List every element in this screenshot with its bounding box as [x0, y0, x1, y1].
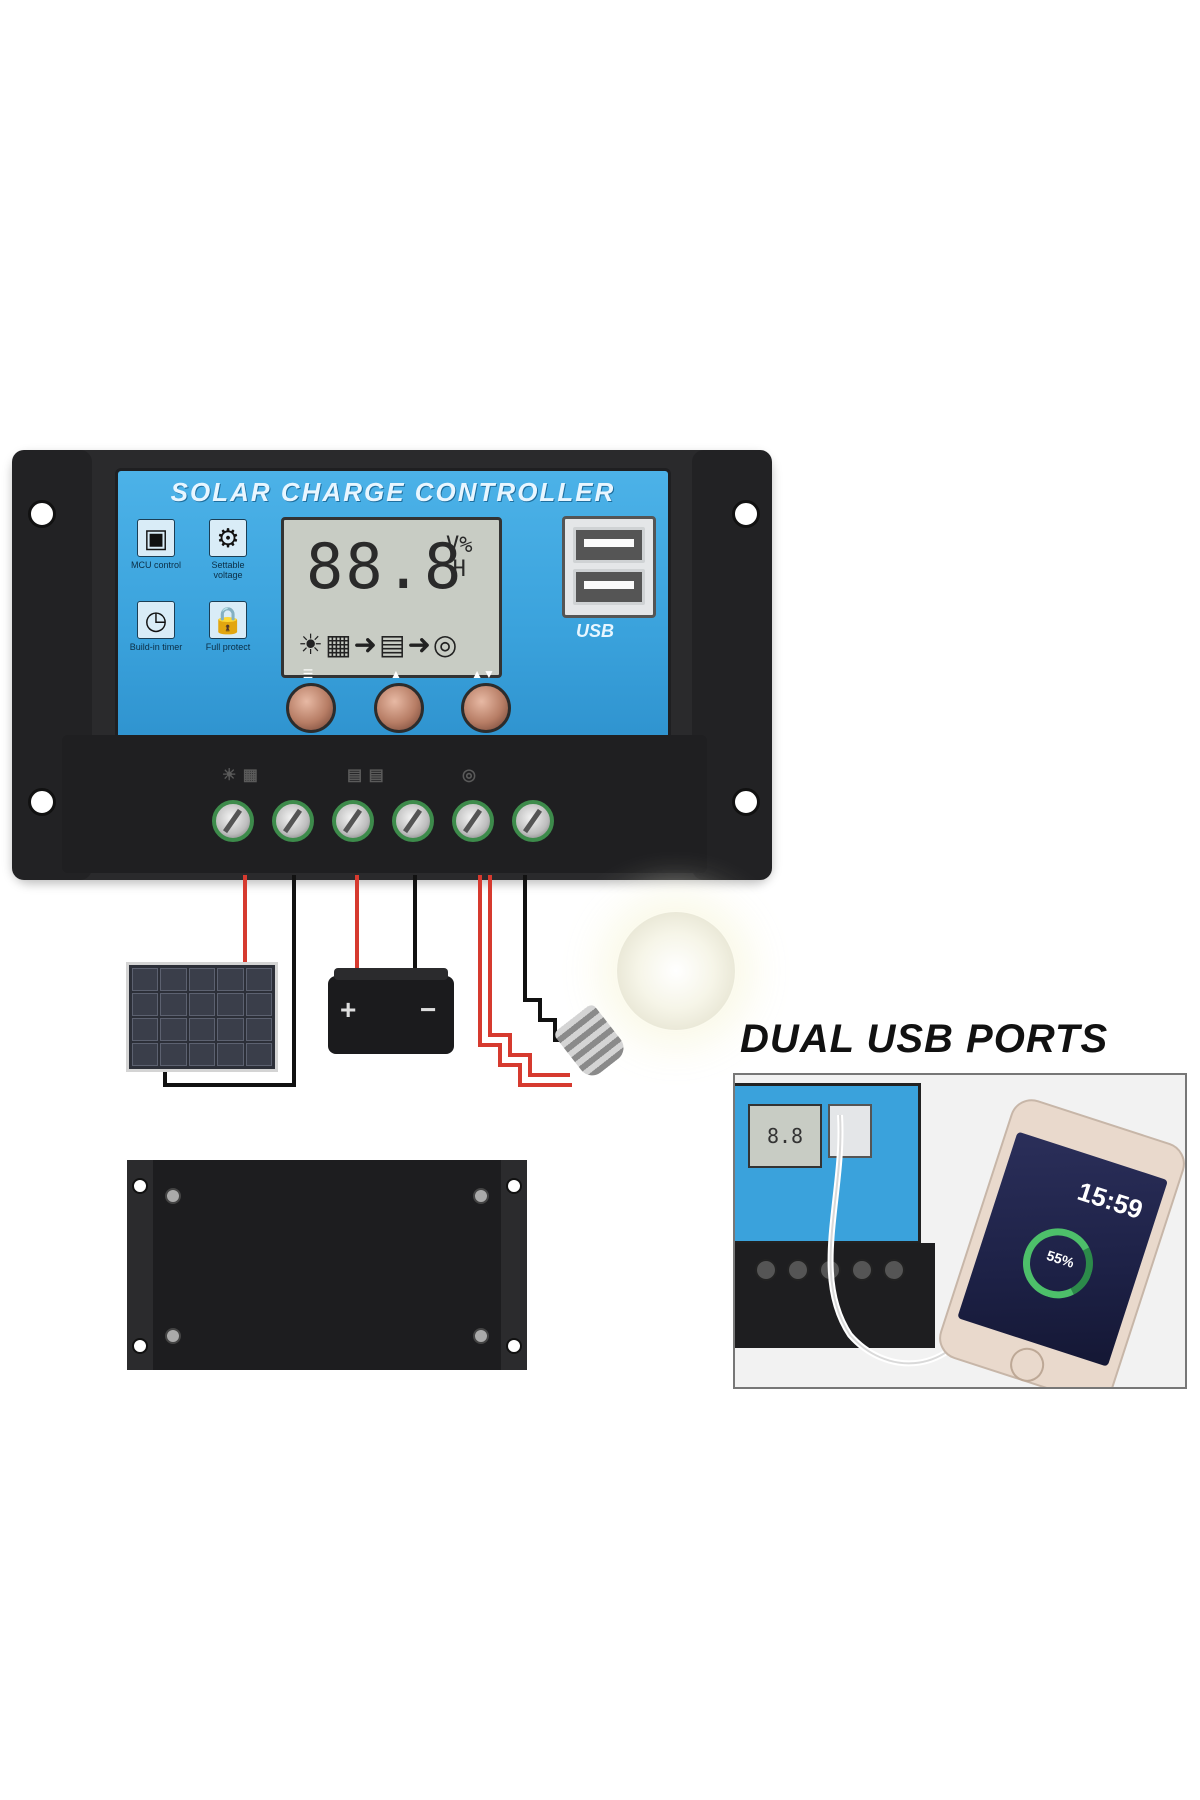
usb-port-pair — [562, 516, 656, 618]
load-positive-terminal[interactable] — [452, 800, 494, 842]
solar-positive-terminal[interactable] — [212, 800, 254, 842]
lcd-unit: V% H — [446, 534, 473, 582]
solar-panel — [126, 962, 278, 1072]
dual-usb-ports-title: DUAL USB PORTS — [740, 1017, 1109, 1061]
feature-build-in-timer: ◷ Build-in timer — [128, 601, 184, 652]
controller-title: SOLAR CHARGE CONTROLLER — [170, 477, 616, 507]
inset-screw — [883, 1259, 905, 1281]
controller-face-panel: SOLAR CHARGE CONTROLLER ▣ MCU control ⚙ … — [115, 468, 671, 744]
dual-usb-inset-photo: 8.8 15:59 55% — [733, 1073, 1187, 1389]
inset-screw — [755, 1259, 777, 1281]
usb-port[interactable] — [573, 527, 645, 563]
lock-icon: 🔒 — [209, 601, 247, 639]
mount-hole — [28, 500, 56, 528]
inset-screw — [787, 1259, 809, 1281]
feature-label: MCU control — [130, 560, 181, 570]
battery-negative-sign: − — [420, 994, 437, 1025]
lcd-energy-flow-icons: ☀▦➜▤➜◎ — [298, 628, 460, 661]
lcd-unit-bottom: H — [452, 557, 466, 582]
up-button-label: ▲ — [390, 667, 402, 681]
usb-tongue — [584, 539, 634, 547]
mount-hole — [28, 788, 56, 816]
plate-tab — [127, 1160, 153, 1370]
plate-hole — [506, 1178, 522, 1194]
menu-button[interactable] — [286, 683, 336, 733]
load-terminal-label: ◎ — [462, 767, 477, 784]
solar-negative-wire — [163, 875, 296, 1087]
clock-icon: ◷ — [137, 601, 175, 639]
menu-button-label: ☰ — [302, 667, 314, 681]
usb-port[interactable] — [573, 569, 645, 605]
battery-negative-terminal[interactable] — [392, 800, 434, 842]
terminal-block: ☀ ▦ ▤ ▤ ◎ — [62, 735, 707, 873]
usb-tongue — [584, 581, 634, 589]
battery-positive-terminal[interactable] — [332, 800, 374, 842]
up-button[interactable] — [374, 683, 424, 733]
battery: + − — [328, 968, 454, 1054]
lcd-display: 88.8 V% H ☀▦➜▤➜◎ — [281, 517, 502, 678]
plate-screw — [165, 1328, 181, 1344]
solar-negative-terminal[interactable] — [272, 800, 314, 842]
plate-screw — [165, 1188, 181, 1204]
plate-hole — [132, 1338, 148, 1354]
phone-time: 15:59 — [1073, 1175, 1147, 1225]
load-positive-wire — [478, 875, 572, 1087]
inset-usb-port — [828, 1104, 872, 1158]
light-bulb-icon — [617, 912, 735, 1030]
feature-label: Settable voltage — [211, 560, 245, 580]
feature-settable-voltage: ⚙ Settable voltage — [200, 519, 256, 580]
battery-positive-sign: + — [340, 994, 357, 1025]
up-down-button-label: ▲▼ — [471, 667, 495, 681]
load-positive-wire-2 — [488, 875, 570, 1077]
plate-hole — [132, 1178, 148, 1194]
plate-screw — [473, 1328, 489, 1344]
usb-cable — [827, 1114, 978, 1367]
battery-terminal-label: ▤ ▤ — [347, 767, 385, 784]
feature-label: Build-in timer — [129, 642, 183, 652]
inset-screw — [851, 1259, 873, 1281]
inset-lcd: 8.8 — [748, 1104, 822, 1168]
controller-back-plate — [127, 1160, 527, 1370]
feature-full-protect: 🔒 Full protect — [200, 601, 256, 652]
lcd-unit-top: V% — [446, 533, 473, 558]
load-negative-wire — [523, 875, 580, 1042]
lcd-digits: 88.8 — [306, 530, 464, 603]
mount-hole — [732, 788, 760, 816]
gear-icon: ⚙ — [209, 519, 247, 557]
inset-controller: 8.8 — [735, 1083, 921, 1244]
plate-tab — [501, 1160, 527, 1370]
usb-label: USB — [576, 621, 615, 641]
mcu-chip-icon: ▣ — [137, 519, 175, 557]
solar-terminal-label: ☀ ▦ — [222, 767, 259, 784]
feature-mcu-control: ▣ MCU control — [128, 519, 184, 570]
plate-hole — [506, 1338, 522, 1354]
up-down-button[interactable] — [461, 683, 511, 733]
feature-label: Full protect — [205, 642, 251, 652]
mount-hole — [732, 500, 760, 528]
battery-top — [334, 968, 448, 980]
plate-screw — [473, 1188, 489, 1204]
load-negative-terminal[interactable] — [512, 800, 554, 842]
